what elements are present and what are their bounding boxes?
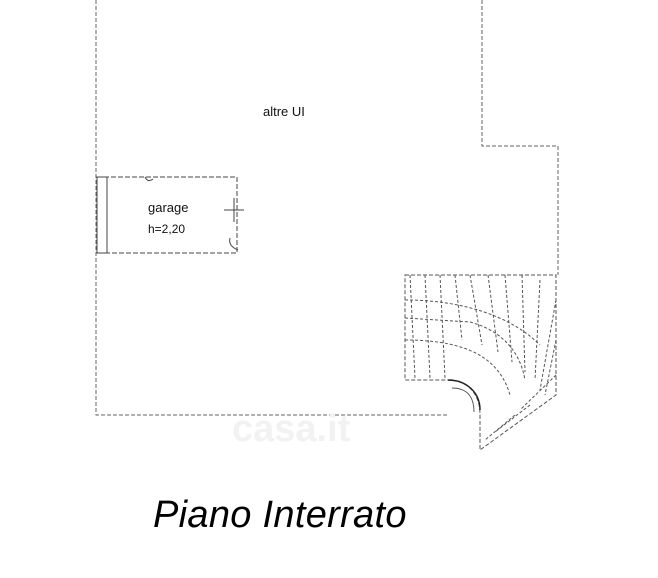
area-label: altre UI [263, 104, 305, 119]
room-height-label: h=2,20 [148, 222, 186, 236]
watermark: casa.it [232, 408, 351, 450]
spiral-staircase [404, 274, 557, 451]
room-label: garage [148, 200, 189, 215]
plan-title: Piano Interrato [153, 494, 407, 536]
garage-room [96, 176, 244, 254]
outer-boundary [95, 0, 559, 416]
